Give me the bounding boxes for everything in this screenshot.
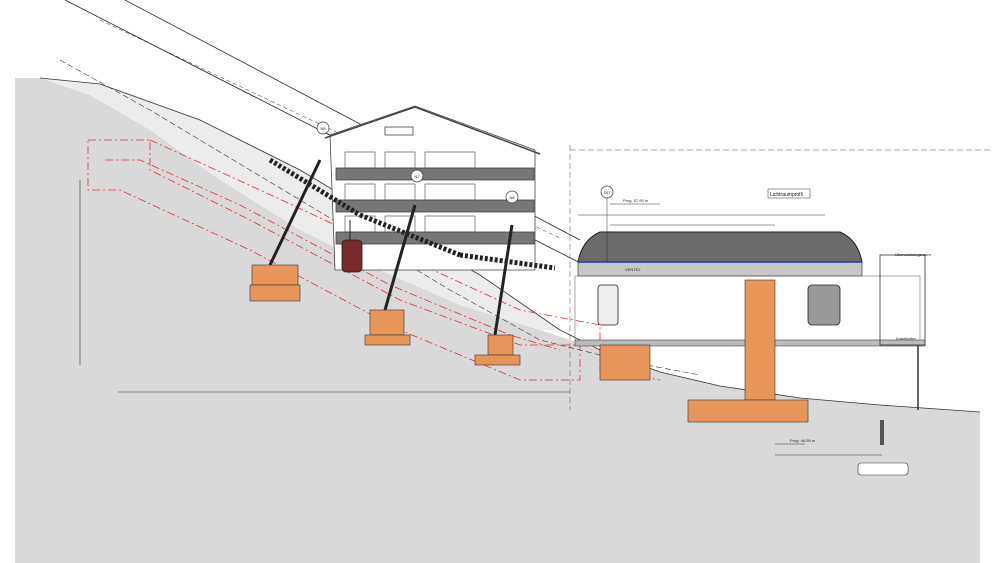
control-room-label: Überwachungsraum — [895, 252, 931, 257]
tower-2 — [359, 204, 461, 346]
terrain-line — [39, 77, 981, 413]
valley-station: VENTEJ — [569, 145, 990, 423]
support-marker-n6: N6 — [505, 190, 519, 204]
svg-text:VENTEJ: VENTEJ — [625, 267, 640, 272]
progressive-top-label: Prog. 57.95 m — [623, 198, 649, 203]
building-elevation — [324, 105, 541, 271]
cable-cellar-label: Kabelkeller — [896, 336, 916, 341]
level-marker-post — [880, 420, 884, 445]
axis-marker: S97 — [600, 185, 614, 262]
support-marker-n7: N7 — [410, 169, 424, 183]
progressive-bottom-label: Prog. 44.95 m — [790, 438, 816, 443]
svg-text:N7: N7 — [414, 174, 420, 179]
gondola-cabin — [341, 220, 363, 273]
level-box — [857, 462, 909, 476]
tower-1 — [249, 157, 362, 302]
tower-3 — [459, 224, 556, 366]
support-marker-n8: N8 — [316, 121, 330, 135]
clearance-profile-label-box — [767, 188, 811, 199]
svg-text:S97: S97 — [603, 190, 611, 195]
svg-text:N6: N6 — [509, 195, 515, 200]
clearance-profile-label: Lichtraumprofil — [770, 192, 803, 198]
svg-text:N8: N8 — [320, 126, 326, 131]
